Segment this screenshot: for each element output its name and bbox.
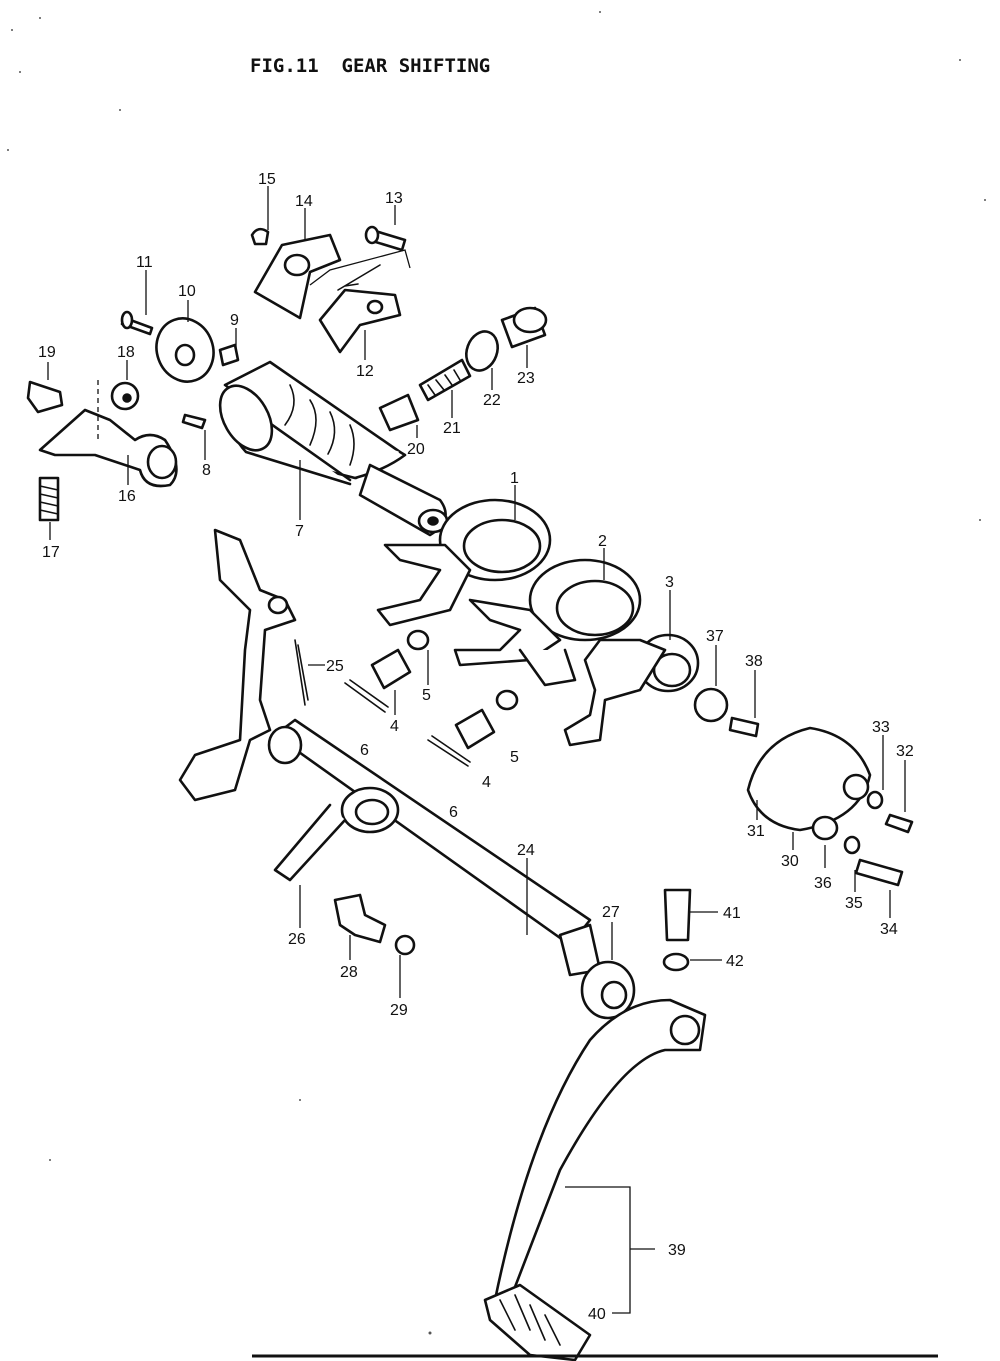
callout-28: 28	[340, 964, 358, 981]
callout-13: 13	[385, 190, 403, 207]
callout-4a: 4	[390, 718, 399, 735]
figure-title: FIG.11 GEAR SHIFTING	[250, 55, 490, 77]
small-parts	[26, 225, 548, 522]
callout-41: 41	[723, 905, 741, 922]
shift-fork-3	[563, 633, 700, 747]
shift-fork-rollers	[344, 629, 519, 767]
callout-17: 17	[42, 544, 60, 561]
callout-9: 9	[230, 312, 239, 329]
callout-26: 26	[288, 931, 306, 948]
callout-15: 15	[258, 171, 276, 188]
callout-2: 2	[598, 533, 607, 550]
callout-5b: 5	[510, 749, 519, 766]
callout-4b: 4	[482, 774, 491, 791]
callout-32: 32	[896, 743, 914, 760]
callout-10: 10	[178, 283, 196, 300]
callout-7: 7	[295, 523, 304, 540]
callout-8: 8	[202, 462, 211, 479]
callout-27: 27	[602, 904, 620, 921]
leader-lines	[47, 186, 906, 1314]
callout-37: 37	[706, 628, 724, 645]
shift-pedal	[483, 888, 707, 1361]
callout-30: 30	[781, 853, 799, 870]
callout-5a: 5	[422, 687, 431, 704]
callout-38: 38	[745, 653, 763, 670]
callout-16: 16	[118, 488, 136, 505]
shift-shaft-assembly	[178, 528, 636, 1020]
callout-21: 21	[443, 420, 461, 437]
callout-40: 40	[588, 1306, 606, 1323]
callout-24: 24	[517, 842, 535, 859]
callout-19: 19	[38, 344, 56, 361]
callout-23: 23	[517, 370, 535, 387]
callout-11: 11	[136, 254, 153, 271]
callout-1: 1	[510, 470, 519, 487]
callout-20: 20	[407, 441, 425, 458]
callout-labels: 1 2 3 4 4 5 5 6 6 7 8 9 10 11 12 13 14 1…	[38, 171, 914, 1323]
callout-3: 3	[665, 574, 674, 591]
callout-35: 35	[845, 895, 863, 912]
callout-12: 12	[356, 363, 374, 380]
cover-parts	[693, 687, 914, 887]
callout-34: 34	[880, 921, 898, 938]
callout-6a: 6	[360, 742, 369, 759]
callout-14: 14	[295, 193, 313, 210]
callout-6b: 6	[449, 804, 458, 821]
callout-36: 36	[814, 875, 832, 892]
callout-42: 42	[726, 953, 744, 970]
callout-33: 33	[872, 719, 890, 736]
shift-fork-2	[453, 558, 642, 687]
callout-29: 29	[390, 1002, 408, 1019]
callout-39: 39	[668, 1242, 686, 1259]
callout-22: 22	[483, 392, 501, 409]
shift-drum	[218, 360, 449, 537]
shift-fork-1	[376, 498, 552, 627]
callout-25: 25	[326, 658, 344, 675]
callout-18: 18	[117, 344, 135, 361]
scan-noise	[7, 11, 986, 1335]
callout-31: 31	[747, 823, 765, 840]
